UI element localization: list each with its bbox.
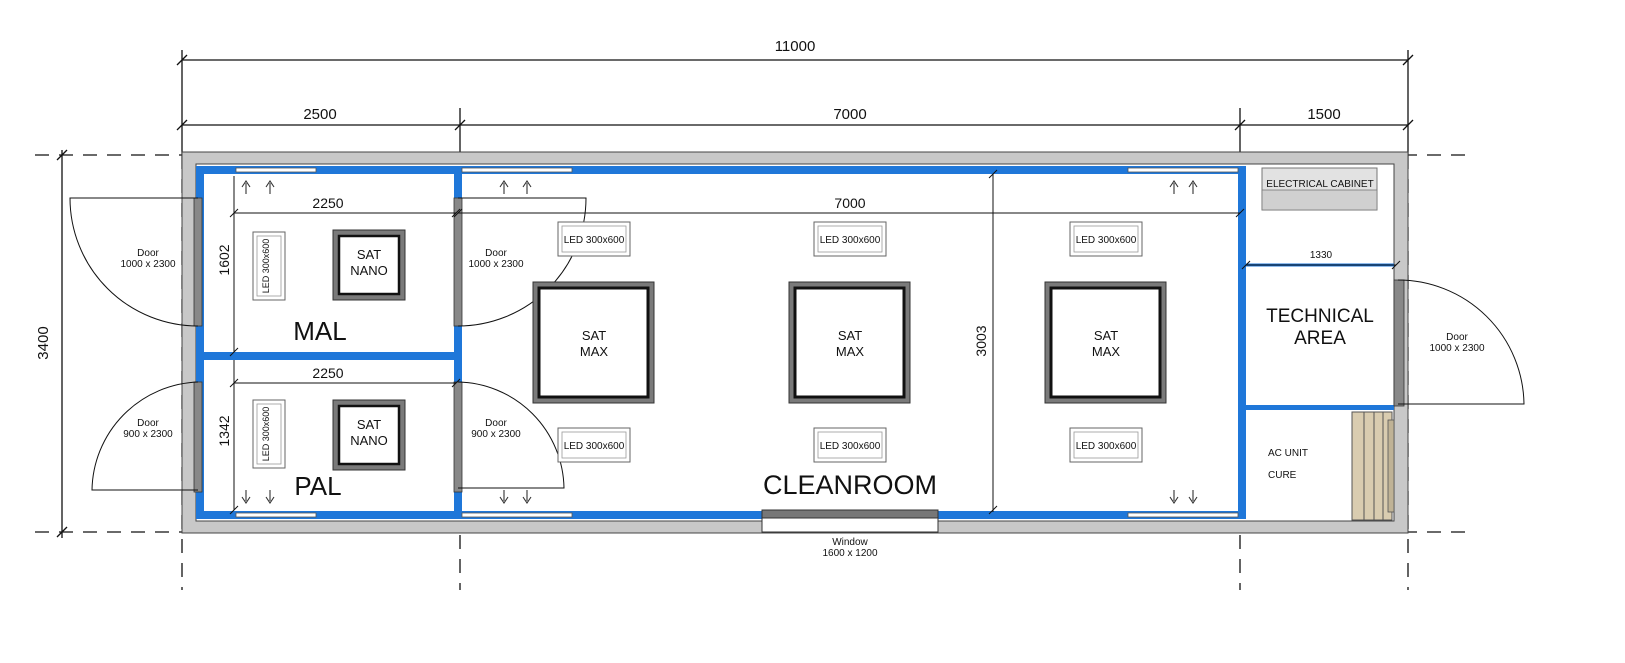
door-ext-mal-label: Door: [137, 248, 159, 259]
sat-max-2-l2: MAX: [836, 344, 865, 359]
sat-nano-mal: [332, 229, 406, 301]
window-label: Window: [832, 537, 868, 548]
led-cr-4: LED 300x600: [564, 441, 625, 452]
electrical-cabinet: [1261, 167, 1378, 211]
door-mal-clean-size: 1000 x 2300: [468, 259, 523, 270]
sat-max-2: [788, 281, 911, 404]
room-technical-label-1: TECHNICAL: [1266, 306, 1374, 327]
led-cr-1: LED 300x600: [564, 235, 625, 246]
dim-height: 3400: [35, 326, 52, 359]
airflow-arrows: [241, 180, 1198, 504]
window: [761, 509, 939, 533]
led-panel-pal: [252, 399, 286, 469]
electrical-cabinet-label: ELECTRICAL CABINET: [1266, 179, 1373, 190]
door-technical-label: Door: [1446, 332, 1468, 343]
dim-pal-width: 2250: [312, 365, 343, 381]
sat-nano-mal-l2: NANO: [350, 263, 388, 278]
door-pal-clean-size: 900 x 2300: [471, 429, 521, 440]
sat-max-3: [1044, 281, 1167, 404]
door-mal-clean-label: Door: [485, 248, 507, 259]
dim-seg-right: 1500: [1307, 106, 1340, 123]
door-ext-pal-size: 900 x 2300: [123, 429, 173, 440]
led-panels-cleanroom: [557, 221, 1143, 463]
sat-max-1-l2: MAX: [580, 344, 609, 359]
led-cr-5: LED 300x600: [820, 441, 881, 452]
dim-mal-width: 2250: [312, 195, 343, 211]
led-cr-3: LED 300x600: [1076, 235, 1137, 246]
led-mal-label: LED 300x600: [261, 239, 271, 294]
led-panel-mal: [252, 231, 286, 301]
sat-nano-mal-l1: SAT: [357, 247, 381, 262]
door-pal-clean[interactable]: [453, 381, 565, 493]
led-pal-label: LED 300x600: [261, 407, 271, 462]
dim-technical-width: 1330: [1310, 250, 1333, 261]
dim-cleanroom-height: 3003: [973, 325, 989, 356]
sat-max-3-l1: SAT: [1094, 328, 1118, 343]
room-cleanroom-label: CLEANROOM: [763, 470, 937, 500]
sat-max-1: [532, 281, 655, 404]
sat-nano-pal-l1: SAT: [357, 417, 381, 432]
dim-cleanroom-width: 7000: [834, 195, 865, 211]
door-technical[interactable]: [1393, 279, 1525, 407]
door-ext-mal[interactable]: [69, 197, 203, 327]
dim-overall: 11000: [775, 38, 816, 55]
dim-seg-mid: 7000: [833, 106, 866, 123]
dim-pal-height: 1342: [216, 415, 232, 446]
dim-mal-height: 1602: [216, 244, 232, 275]
cure-label: CURE: [1268, 470, 1297, 481]
sat-nano-pal-l2: NANO: [350, 433, 388, 448]
sat-max-1-l1: SAT: [582, 328, 606, 343]
door-pal-clean-label: Door: [485, 418, 507, 429]
blue-panels: [196, 166, 1394, 519]
inner-dimensions: [229, 169, 1401, 515]
sat-max-2-l1: SAT: [838, 328, 862, 343]
room-pal-label: PAL: [294, 471, 341, 501]
door-technical-size: 1000 x 2300: [1429, 343, 1484, 354]
room-technical-label-2: AREA: [1294, 328, 1346, 349]
ac-unit: [1351, 411, 1395, 521]
door-ext-pal-label: Door: [137, 418, 159, 429]
panel-openings: [235, 167, 1239, 518]
sat-max-3-l2: MAX: [1092, 344, 1121, 359]
sat-nano-pal: [332, 399, 406, 471]
door-ext-pal[interactable]: [91, 381, 203, 493]
door-ext-mal-size: 1000 x 2300: [120, 259, 175, 270]
window-size: 1600 x 1200: [822, 548, 877, 559]
led-cr-2: LED 300x600: [820, 235, 881, 246]
ac-unit-label: AC UNIT: [1268, 448, 1308, 459]
dim-seg-left: 2500: [303, 106, 336, 123]
led-cr-6: LED 300x600: [1076, 441, 1137, 452]
room-mal-label: MAL: [293, 316, 346, 346]
